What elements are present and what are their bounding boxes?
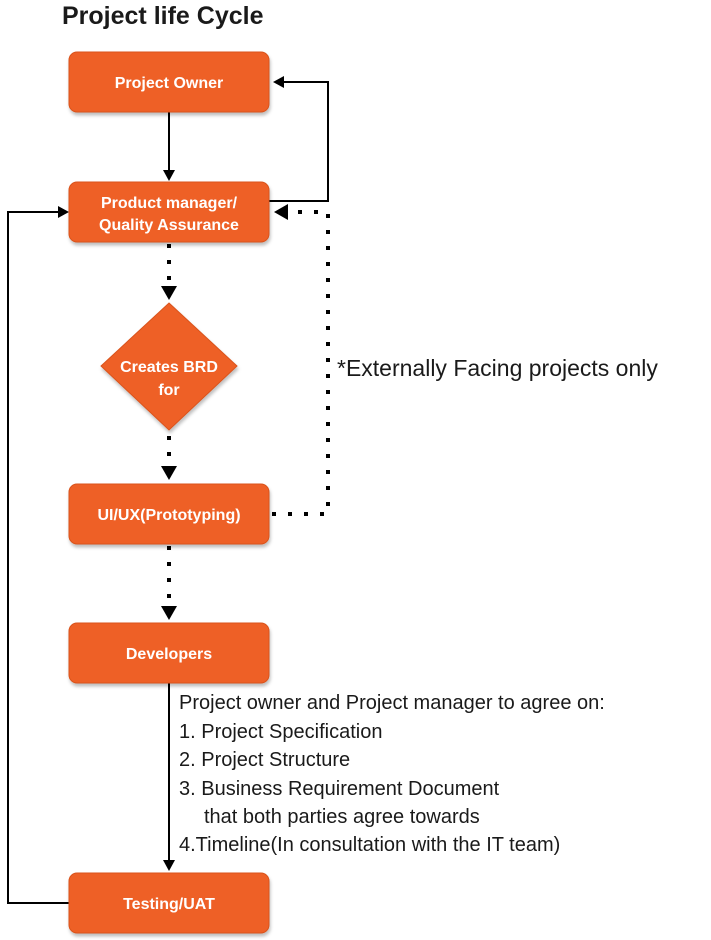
arrowhead-testing-to-pm — [58, 206, 69, 218]
arrow-pm-to-owner — [268, 81, 329, 202]
connectors — [7, 76, 330, 904]
node-project-owner-label: Project Owner — [115, 75, 223, 92]
agreement-item-3-continued: that both parties agree towards — [204, 806, 480, 828]
node-create-brd: Creates BRD for — [100, 302, 238, 431]
node-developers: Developers — [68, 622, 270, 684]
external-note: *Externally Facing projects only — [337, 355, 658, 381]
node-pm-qa-label-line1: Product manager/ — [101, 195, 238, 212]
arrowhead-developers-to-testing — [163, 860, 175, 871]
arrowhead-pm-to-owner — [273, 76, 284, 88]
agreement-item-1: 1. Project Specification — [179, 721, 382, 743]
agreement-heading: Project owner and Project manager to agr… — [179, 692, 605, 714]
node-testing-label: Testing/UAT — [123, 896, 215, 913]
arrowhead-uiux-to-developers — [161, 606, 177, 620]
agreement-item-4: 4.Timeline(In consultation with the IT t… — [179, 834, 560, 856]
arrowhead-owner-to-pm — [163, 170, 175, 181]
node-create-brd-label-line1: Creates BRD — [120, 359, 218, 376]
node-uiux: UI/UX(Prototyping) — [68, 483, 270, 545]
diagram-title: Project life Cycle — [62, 2, 264, 30]
agreement-item-2: 2. Project Structure — [179, 749, 350, 771]
node-project-owner: Project Owner — [68, 51, 270, 113]
node-developers-label: Developers — [126, 646, 212, 663]
node-uiux-label: UI/UX(Prototyping) — [97, 507, 240, 524]
arrowhead-uiux-to-pm-external — [274, 204, 288, 220]
arrow-uiux-to-pm-external — [272, 210, 330, 516]
node-testing: Testing/UAT — [68, 872, 270, 934]
agreement-note: Project owner and Project manager to agr… — [179, 692, 605, 856]
node-pm-qa: Product manager/ Quality Assurance — [68, 181, 270, 243]
arrow-testing-to-pm — [7, 211, 70, 904]
arrowhead-brd-to-uiux — [161, 466, 177, 480]
arrowhead-pm-to-brd — [161, 286, 177, 300]
node-create-brd-label-line2: for — [158, 382, 179, 399]
node-pm-qa-label-line2: Quality Assurance — [99, 217, 239, 234]
agreement-item-3: 3. Business Requirement Document — [179, 778, 500, 800]
